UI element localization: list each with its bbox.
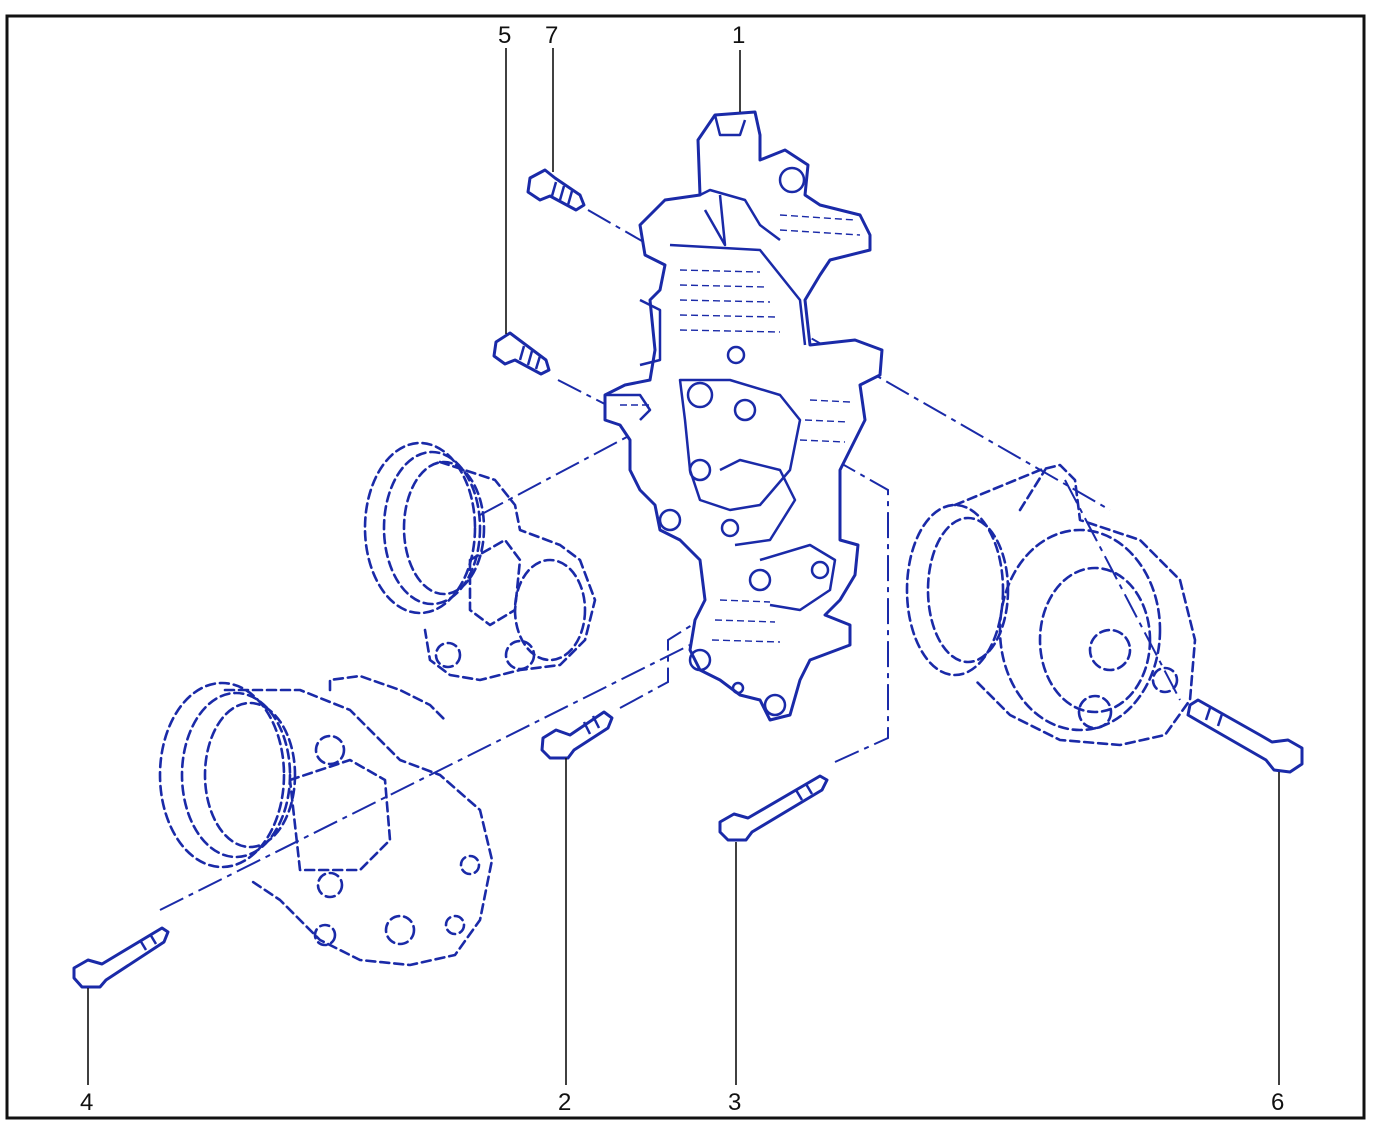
bracket-icon xyxy=(603,110,884,722)
callout-6: 6 xyxy=(1271,1089,1284,1116)
bolt-3-icon xyxy=(718,774,829,842)
compressor-lower-ghost xyxy=(158,674,494,967)
callout-2: 2 xyxy=(558,1089,571,1116)
leader-lines xyxy=(87,48,1280,1085)
bolt-5-icon xyxy=(492,331,551,376)
callout-7: 7 xyxy=(545,22,558,49)
bolt-7-icon xyxy=(526,168,586,212)
compressor-upper-ghost xyxy=(363,441,597,682)
callout-3: 3 xyxy=(728,1089,741,1116)
callout-1: 1 xyxy=(732,22,745,49)
callout-5: 5 xyxy=(498,22,511,49)
bolt-6-icon xyxy=(1186,698,1304,774)
callout-labels: 1 7 5 4 2 3 6 xyxy=(80,22,1284,1116)
alternator-ghost xyxy=(905,463,1197,747)
bolt-2-icon xyxy=(540,710,614,760)
callout-4: 4 xyxy=(80,1089,93,1116)
bolt-4-icon xyxy=(72,926,170,989)
diagram-border xyxy=(5,14,1366,1120)
